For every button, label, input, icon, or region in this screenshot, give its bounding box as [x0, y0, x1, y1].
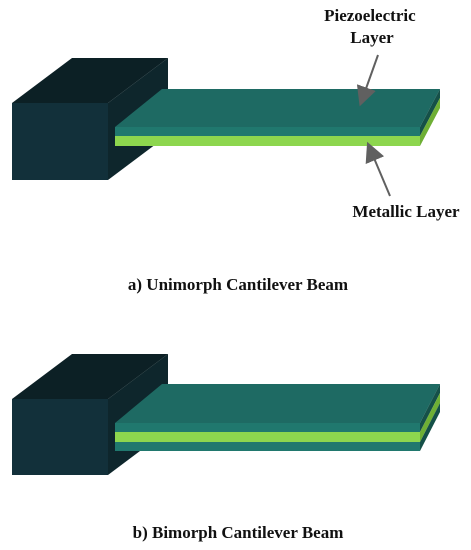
metal-layer-front: [115, 136, 420, 146]
metal-layer-side: [420, 98, 440, 146]
piezo-bottom-layer-front: [115, 442, 420, 451]
piezo-bottom-layer-side: [420, 403, 440, 451]
clamp-block-a-front: [12, 103, 108, 180]
piezo-layer-top: [115, 89, 440, 127]
bimorph-beam: [115, 384, 440, 451]
piezo-layer-front: [115, 127, 420, 136]
metal-layer-b-front: [115, 432, 420, 442]
clamp-block-a-top: [12, 58, 168, 103]
piezo-layer-side: [420, 89, 440, 136]
metallic-label: Metallic Layer: [352, 202, 460, 221]
metal-layer-b-side: [420, 393, 440, 442]
unimorph-diagram: Piezoelectric Layer Metallic Layer a) Un…: [12, 6, 460, 294]
piezo-top-layer-top: [115, 384, 440, 423]
unimorph-beam: [115, 89, 440, 146]
piezoelectric-label: Piezoelectric Layer: [324, 6, 420, 47]
piezo-top-layer-side: [420, 384, 440, 432]
bimorph-caption: b) Bimorph Cantilever Beam: [133, 523, 344, 542]
unimorph-caption: a) Unimorph Cantilever Beam: [128, 275, 348, 294]
piezoelectric-arrow: [356, 54, 379, 107]
metallic-arrow: [365, 141, 391, 197]
bimorph-diagram: b) Bimorph Cantilever Beam: [12, 354, 440, 542]
piezoelectric-label-line2: Layer: [350, 28, 394, 47]
clamp-block-b-front: [12, 399, 108, 475]
clamp-block-b-top: [12, 354, 168, 399]
piezoelectric-label-line1: Piezoelectric: [324, 6, 416, 25]
piezo-top-layer-front: [115, 423, 420, 432]
